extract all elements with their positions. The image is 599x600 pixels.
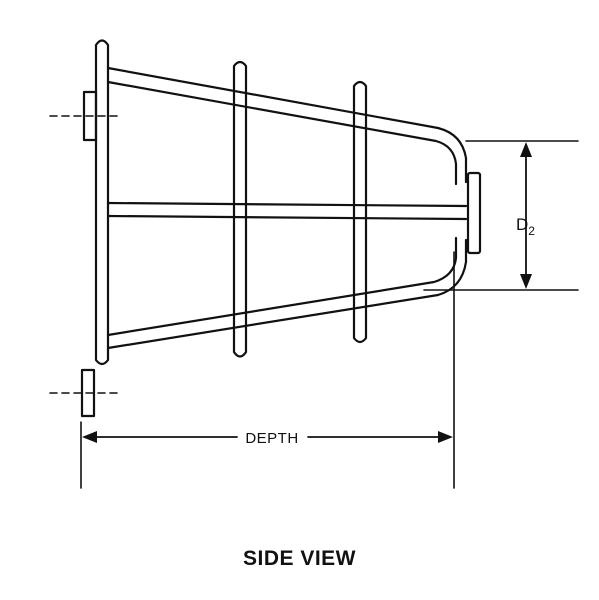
middle-ring-bar-1 <box>232 60 248 358</box>
front-cap-plate <box>466 171 482 255</box>
upper-cage-rod-inner <box>106 80 458 186</box>
diagram-caption: SIDE VIEW <box>242 547 357 570</box>
lower-cage-rod <box>106 238 468 350</box>
middle-ring-bar-2 <box>352 80 368 344</box>
bottom-mount-bracket <box>80 368 96 418</box>
d2-arrow-down <box>520 274 532 289</box>
top-mount-bracket <box>82 90 98 142</box>
d2-label: D2 <box>516 215 535 238</box>
depth-arrow-left <box>82 431 97 443</box>
d2-label-subscript: 2 <box>528 224 535 238</box>
depth-label: DEPTH <box>245 430 298 447</box>
center-rod-top <box>106 201 468 208</box>
upper-cage-rod <box>106 66 468 184</box>
depth-arrow-right <box>438 431 453 443</box>
left-ring-bar <box>94 39 110 366</box>
d2-label-main: D <box>516 215 528 234</box>
lower-cage-rod-inner <box>106 236 458 337</box>
d2-arrow-up <box>520 142 532 157</box>
center-rod-bottom <box>106 214 468 221</box>
